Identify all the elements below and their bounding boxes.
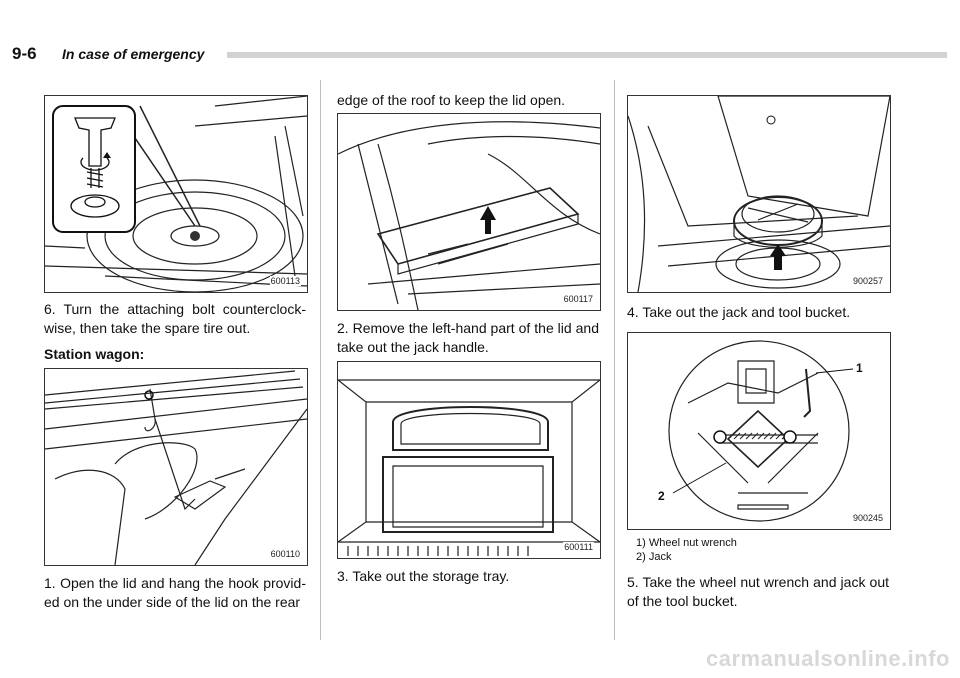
step-4-text: 4. Take out the jack and tool bucket. bbox=[627, 304, 851, 320]
callout-label-2: 2 bbox=[658, 489, 665, 503]
figure-code: 600110 bbox=[269, 549, 301, 559]
figure-spare-tire-bolt: 600113 bbox=[44, 95, 308, 293]
page-number: 9-6 bbox=[12, 44, 37, 63]
figure-legend: 1) Wheel nut wrench 2) Jack bbox=[636, 536, 737, 564]
header-rule bbox=[227, 52, 947, 58]
figure-tool-bucket: 900257 bbox=[627, 95, 891, 293]
column-divider-2 bbox=[614, 80, 615, 640]
page-header: 9-6 In case of emergency bbox=[12, 44, 952, 64]
step-2-text: 2. Remove the left-hand part of the lid … bbox=[337, 320, 599, 355]
figure-open-lid-hook: 600110 bbox=[44, 368, 308, 566]
jack-handle-illustration bbox=[338, 121, 600, 310]
legend-item: 2) Jack bbox=[636, 551, 672, 563]
step-6-text: 6. Turn the attaching bolt counterclock-… bbox=[44, 301, 306, 336]
storage-tray-illustration bbox=[338, 379, 600, 556]
figure-code: 900257 bbox=[851, 276, 884, 286]
figure-jack-handle: 600117 bbox=[337, 113, 601, 311]
figure-jack-wrench: 1 2 900245 bbox=[627, 332, 891, 530]
figure-code: 600117 bbox=[562, 294, 594, 304]
figure-code: 600111 bbox=[563, 542, 594, 552]
continuation-text: edge of the roof to keep the lid open. bbox=[337, 92, 566, 108]
spare-tire-illustration bbox=[45, 96, 307, 292]
subheading-station-wagon: Station wagon: bbox=[44, 346, 145, 362]
step-3-text: 3. Take out the storage tray. bbox=[337, 568, 510, 584]
section-title: In case of emergency bbox=[62, 46, 205, 62]
watermark: carmanualsonline.info bbox=[706, 646, 950, 671]
callout-label-1: 1 bbox=[856, 361, 863, 375]
legend-item: 1) Wheel nut wrench bbox=[636, 537, 737, 549]
figure-storage-tray: 600111 bbox=[337, 361, 601, 559]
step-1-text: 1. Open the lid and hang the hook provid… bbox=[44, 575, 306, 610]
figure-code: 600113 bbox=[269, 276, 301, 286]
step-5-text: 5. Take the wheel nut wrench and jack ou… bbox=[627, 574, 889, 609]
jack-wrench-illustration bbox=[668, 340, 854, 522]
figure-code: 900245 bbox=[851, 513, 884, 523]
tool-bucket-illustration bbox=[628, 96, 890, 292]
column-divider-1 bbox=[320, 80, 321, 640]
lid-hook-illustration bbox=[45, 370, 307, 565]
